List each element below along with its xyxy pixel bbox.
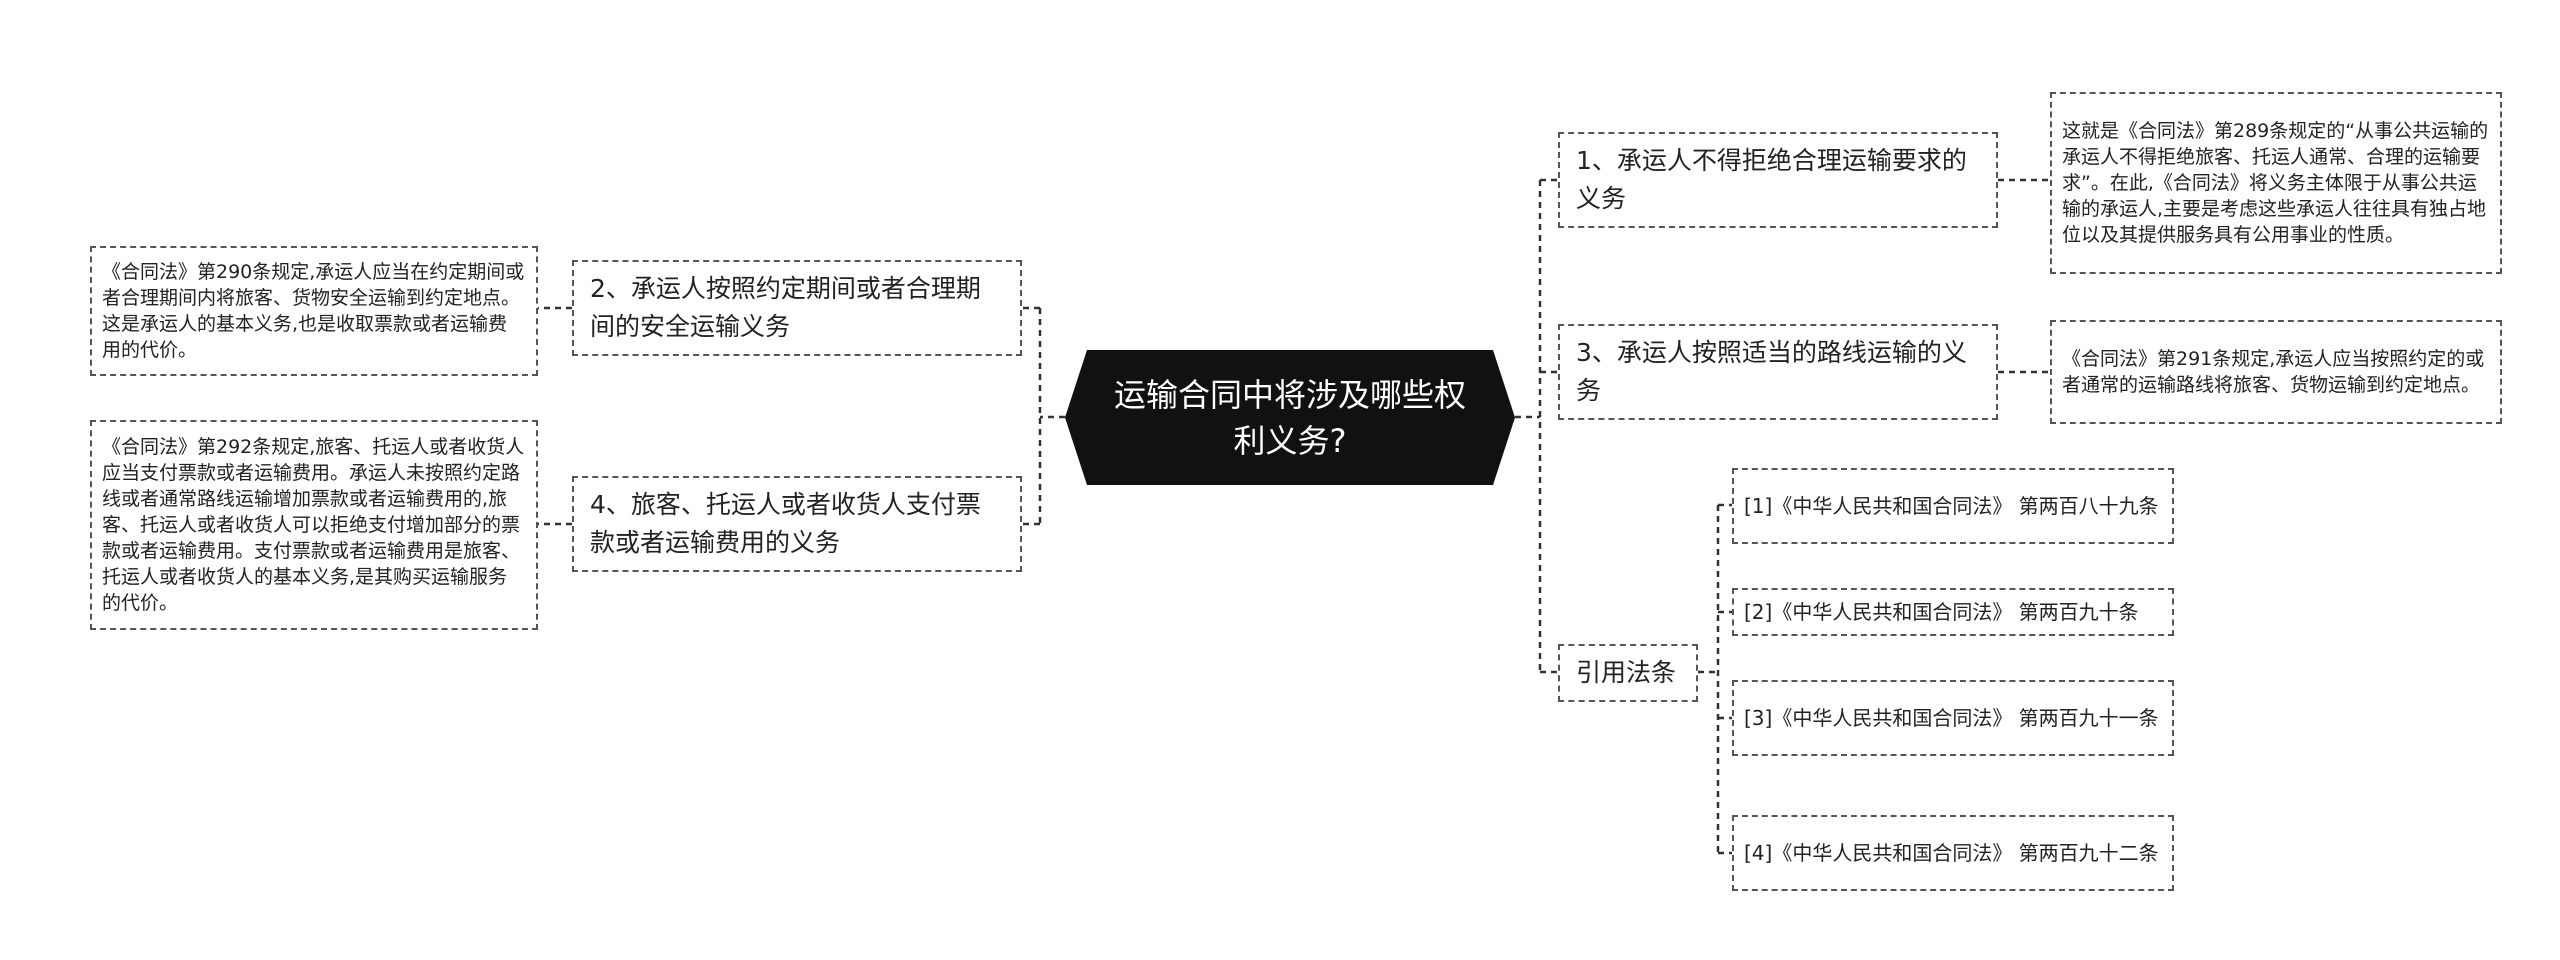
note-article-289[interactable]: 这就是《合同法》第289条规定的“从事公共运输的承运人不得拒绝旅客、托运人通常、…: [2050, 92, 2502, 274]
note-article-290[interactable]: 《合同法》第290条规定,承运人应当在约定期间或者合理期间内将旅客、货物安全运输…: [90, 246, 538, 376]
note-article-290-text: 《合同法》第290条规定,承运人应当在约定期间或者合理期间内将旅客、货物安全运输…: [102, 261, 525, 361]
citation-item-text: [2]《中华人民共和国合同法》 第两百九十条: [1744, 600, 2139, 624]
branch-safe-transport[interactable]: 2、承运人按照约定期间或者合理期间的安全运输义务: [572, 260, 1022, 356]
citation-item-text: [3]《中华人民共和国合同法》 第两百九十一条: [1744, 706, 2159, 730]
note-article-292-text: 《合同法》第292条规定,旅客、托运人或者收货人应当支付票款或者运输费用。承运人…: [102, 436, 525, 614]
note-article-291-text: 《合同法》第291条规定,承运人应当按照约定的或者通常的运输路线将旅客、货物运输…: [2062, 348, 2485, 396]
citation-item-text: [1]《中华人民共和国合同法》 第两百八十九条: [1744, 494, 2159, 518]
citation-item[interactable]: [4]《中华人民共和国合同法》 第两百九十二条: [1732, 815, 2174, 891]
branch-carrier-no-refusal-text: 1、承运人不得拒绝合理运输要求的义务: [1576, 146, 1967, 213]
branch-proper-route[interactable]: 3、承运人按照适当的路线运输的义务: [1558, 324, 1998, 420]
branch-carrier-no-refusal[interactable]: 1、承运人不得拒绝合理运输要求的义务: [1558, 132, 1998, 228]
branch-cited-laws[interactable]: 引用法条: [1558, 644, 1698, 702]
citation-item[interactable]: [2]《中华人民共和国合同法》 第两百九十条: [1732, 588, 2174, 636]
central-topic-text: 运输合同中将涉及哪些权利义务?: [1113, 375, 1466, 460]
note-article-289-text: 这就是《合同法》第289条规定的“从事公共运输的承运人不得拒绝旅客、托运人通常、…: [2062, 120, 2489, 246]
citation-item-text: [4]《中华人民共和国合同法》 第两百九十二条: [1744, 841, 2159, 865]
note-article-292[interactable]: 《合同法》第292条规定,旅客、托运人或者收货人应当支付票款或者运输费用。承运人…: [90, 420, 538, 630]
central-topic[interactable]: 运输合同中将涉及哪些权利义务?: [1065, 350, 1515, 485]
branch-payment-duty[interactable]: 4、旅客、托运人或者收货人支付票款或者运输费用的义务: [572, 476, 1022, 572]
citation-item[interactable]: [3]《中华人民共和国合同法》 第两百九十一条: [1732, 680, 2174, 756]
citation-item[interactable]: [1]《中华人民共和国合同法》 第两百八十九条: [1732, 468, 2174, 544]
branch-safe-transport-text: 2、承运人按照约定期间或者合理期间的安全运输义务: [590, 274, 981, 341]
branch-proper-route-text: 3、承运人按照适当的路线运输的义务: [1576, 338, 1967, 405]
branch-cited-laws-text: 引用法条: [1576, 658, 1677, 687]
note-article-291[interactable]: 《合同法》第291条规定,承运人应当按照约定的或者通常的运输路线将旅客、货物运输…: [2050, 320, 2502, 424]
branch-payment-duty-text: 4、旅客、托运人或者收货人支付票款或者运输费用的义务: [590, 490, 981, 557]
